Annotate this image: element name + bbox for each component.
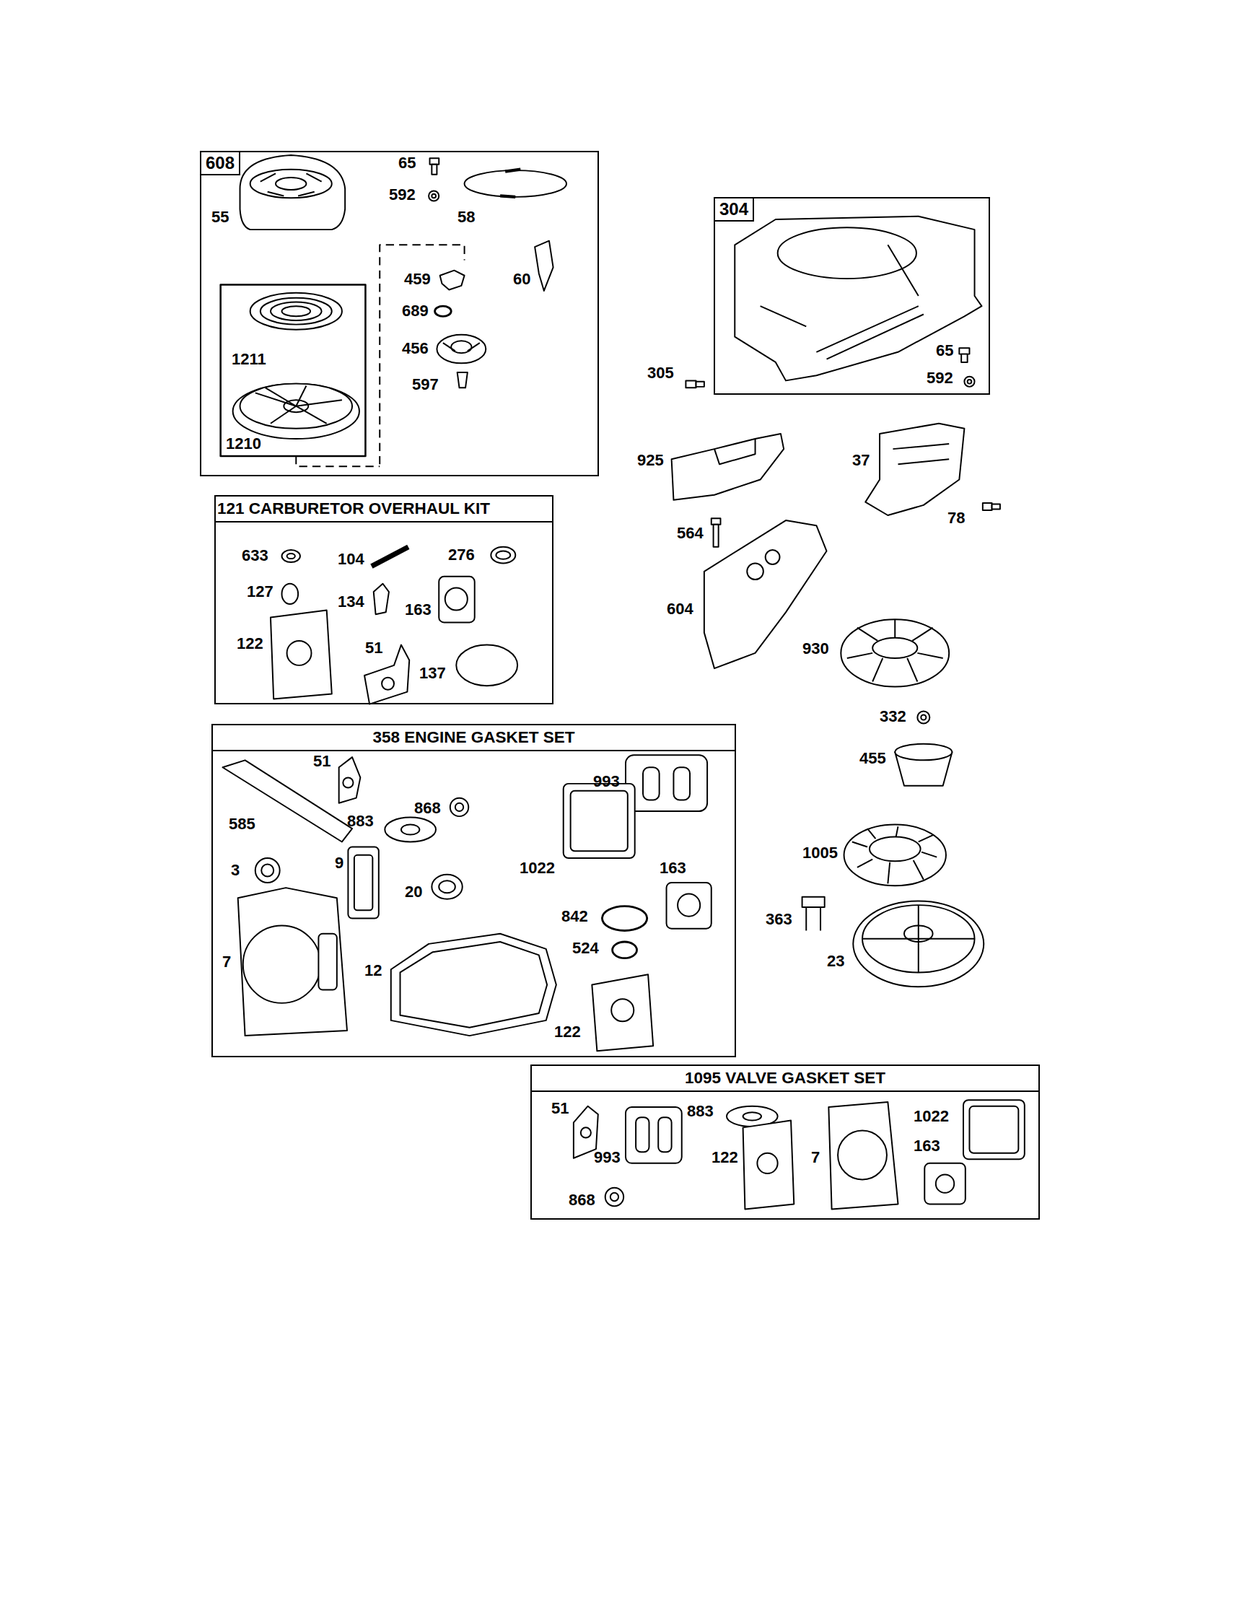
callout-number: 122	[236, 635, 264, 652]
callout-number: 37	[852, 452, 870, 469]
callout-number: 363	[765, 911, 793, 928]
callout-number: 524	[572, 940, 599, 957]
callout-number: 564	[676, 525, 704, 542]
callout-number: 868	[568, 1192, 596, 1208]
callout-number: 7	[222, 953, 231, 970]
callout-number: 276	[448, 546, 475, 563]
callout-number: 65	[935, 342, 954, 359]
callout-number: 930	[802, 640, 830, 657]
callout-number: 20	[404, 883, 423, 900]
callout-number: 604	[666, 601, 694, 617]
kit-title: 1095 VALVE GASKET SET	[531, 1065, 1039, 1092]
callout-number: 58	[457, 209, 475, 226]
kit-title: 358 ENGINE GASKET SET	[212, 725, 735, 752]
callout-number: 7	[811, 1149, 820, 1166]
callout-number: 592	[926, 370, 954, 387]
callout-number: 1022	[519, 860, 555, 877]
callout-number: 23	[826, 953, 845, 970]
callout-number: 597	[412, 376, 439, 393]
callout-number: 51	[551, 1100, 569, 1117]
callout-number: 456	[401, 340, 429, 357]
callout-number: 60	[513, 271, 531, 288]
callout-number: 993	[593, 1149, 621, 1166]
callout-number: 459	[404, 271, 431, 288]
callout-number: 1211	[231, 351, 267, 368]
group-number: 304	[713, 196, 755, 222]
callout-number: 122	[711, 1149, 739, 1166]
callout-number: 305	[647, 365, 674, 382]
callout-number: 134	[337, 593, 365, 610]
callout-number: 585	[228, 816, 256, 833]
callout-number: 868	[414, 800, 441, 817]
callout-number: 1022	[913, 1108, 949, 1125]
callout-number: 633	[241, 547, 269, 564]
callout-number: 993	[593, 773, 620, 790]
callout-number: 9	[334, 855, 344, 871]
callout-number: 65	[398, 155, 416, 172]
callout-number: 689	[401, 303, 429, 319]
callout-number: 592	[388, 186, 416, 203]
callout-number: 925	[637, 452, 664, 469]
callout-number: 78	[947, 510, 965, 527]
callout-number: 332	[879, 708, 907, 725]
callout-number: 842	[561, 908, 589, 925]
callout-number: 51	[365, 640, 383, 656]
kit-box: 358 ENGINE GASKET SET	[211, 723, 737, 1058]
callout-number: 1005	[802, 845, 838, 861]
callout-number: 127	[246, 583, 274, 600]
callout-number: 1210	[225, 435, 262, 452]
kit-title: 121 CARBURETOR OVERHAUL KIT	[215, 496, 553, 523]
callout-number: 455	[859, 750, 887, 767]
callout-number: 883	[347, 813, 374, 830]
callout-number: 55	[211, 209, 229, 226]
kit-box: 1095 VALVE GASKET SET	[530, 1064, 1040, 1220]
callout-number: 137	[419, 665, 446, 682]
callout-number: 3	[230, 862, 240, 879]
callout-number: 12	[364, 962, 382, 979]
callout-number: 51	[313, 753, 331, 770]
callout-number: 163	[659, 860, 687, 877]
group-number: 608	[199, 150, 241, 176]
group-box: 304	[713, 196, 991, 395]
callout-number: 163	[913, 1137, 941, 1154]
kit-box: 121 CARBURETOR OVERHAUL KIT	[214, 495, 554, 705]
callout-number: 883	[686, 1103, 714, 1120]
callout-number: 104	[337, 551, 365, 568]
callout-number: 163	[404, 601, 432, 618]
callout-number: 122	[554, 1023, 581, 1040]
